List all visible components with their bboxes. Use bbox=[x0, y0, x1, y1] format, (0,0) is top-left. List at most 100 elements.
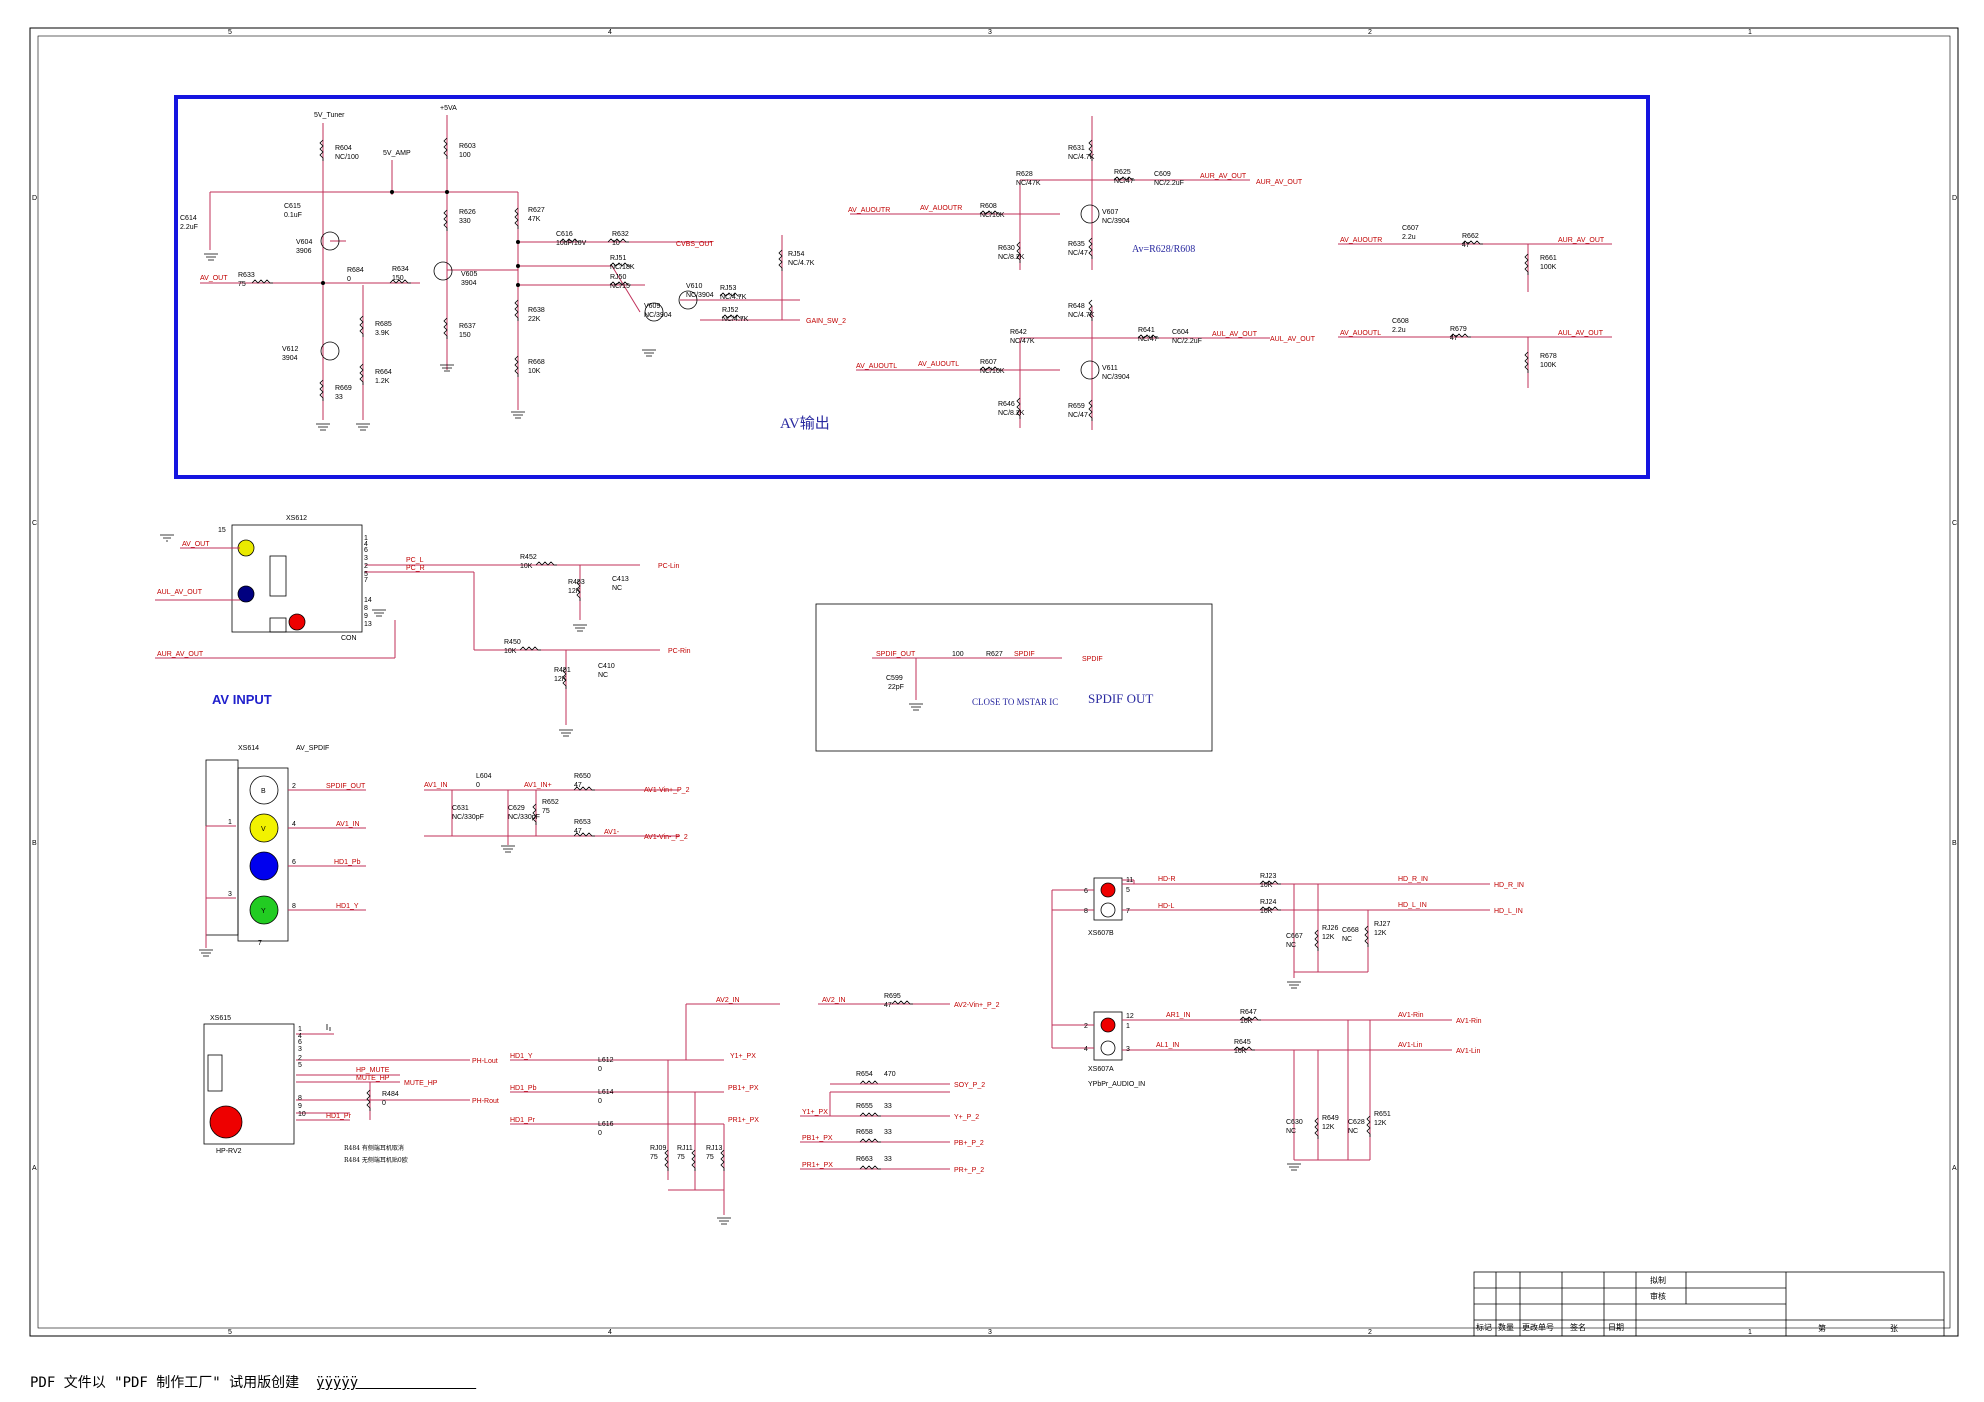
part-v604-value: 3906 bbox=[296, 248, 312, 255]
hp-net-mute1: HP_MUTE bbox=[356, 1067, 390, 1074]
net-aur-av-out: AUR_AV_OUT bbox=[1200, 173, 1247, 180]
xs614-pin-4: 4 bbox=[292, 821, 296, 828]
part-r603-ref: R603 bbox=[459, 143, 476, 150]
part-r627-value: 47K bbox=[528, 216, 541, 223]
part-r652-symbol bbox=[532, 803, 537, 825]
net-av-auoutl-in: AV_AUOUTL bbox=[856, 363, 897, 370]
part-r451-symbol bbox=[562, 667, 567, 689]
part-r645-value: 10K bbox=[1234, 1048, 1247, 1055]
av-input-title: AV INPUT bbox=[212, 692, 272, 707]
hp-section: XS615 HP-RV2 HP_MUTE MUTE_HP MUTE_HP PH-… bbox=[203, 997, 780, 1225]
part-r684-value: 0 bbox=[347, 276, 351, 283]
part-v612-value: 3904 bbox=[282, 355, 298, 362]
yp-row-3-ref: R663 bbox=[856, 1156, 873, 1163]
yp-row-3-out: PR+_P_2 bbox=[954, 1167, 984, 1174]
zone-col-bottom-1: 1 bbox=[1748, 1329, 1752, 1336]
part-c413-value: NC bbox=[612, 585, 622, 592]
part-c616-ref: C616 bbox=[556, 231, 573, 238]
xs612-pin-2: 2 bbox=[364, 563, 368, 570]
av-output-title: AV输出 bbox=[780, 415, 830, 432]
part-c628-ref: C628 bbox=[1348, 1119, 1365, 1126]
xs607a-pin-3: 3 bbox=[1126, 1046, 1130, 1053]
xs612-type: CON bbox=[341, 635, 357, 642]
part-r634-value: 150 bbox=[392, 275, 404, 282]
xs607b-white bbox=[1100, 902, 1116, 918]
part-l616-ref: L616 bbox=[598, 1121, 614, 1128]
part-c609-value: NC/2.2uF bbox=[1154, 180, 1184, 187]
part-c604-ref: C604 bbox=[1172, 329, 1189, 336]
part-c410-ref: C410 bbox=[598, 663, 615, 670]
jack-pb bbox=[249, 851, 279, 881]
part-rj11-ref: RJ11 bbox=[677, 1145, 693, 1152]
av-input-net-aur: AUR_AV_OUT bbox=[157, 651, 204, 658]
spdif-note: CLOSE TO MSTAR IC bbox=[972, 697, 1058, 707]
hp-note-1: R484 有侧端耳机取消 bbox=[344, 1144, 404, 1152]
spdif-net-out: SPDIF bbox=[1014, 651, 1035, 658]
xs612-pin-14: 14 bbox=[364, 597, 372, 604]
net-hd-r-in: HD_R_IN bbox=[1398, 876, 1428, 883]
zone-col-top-2: 2 bbox=[1368, 29, 1372, 36]
part-r669-value: 33 bbox=[335, 394, 343, 401]
part-c609-ref: C609 bbox=[1154, 171, 1171, 178]
hp-pin-6: 6 bbox=[298, 1039, 302, 1046]
part-v605-ref: V605 bbox=[461, 271, 477, 278]
zone-col-bottom-2: 2 bbox=[1368, 1329, 1372, 1336]
part-c614-value: 2.2uF bbox=[180, 224, 198, 231]
net-av-auoutl-2: AV_AUOUTL bbox=[918, 361, 959, 368]
zone-col-top-5: 5 bbox=[228, 29, 232, 36]
zone-col-bottom-5: 5 bbox=[228, 1329, 232, 1336]
av1-net-in: AV1_IN bbox=[424, 782, 448, 789]
part-r642-ref: R642 bbox=[1010, 329, 1027, 336]
part-r604-ref: R604 bbox=[335, 145, 352, 152]
spdif-r-val: 100 bbox=[952, 651, 964, 658]
part-r653-symbol bbox=[573, 832, 595, 837]
av1-out-minus: AV1-Vin-_P_2 bbox=[644, 834, 688, 841]
tb-cell-0: 标记 bbox=[1476, 1322, 1492, 1332]
av-output-left-parts: R604NC/100R603100C6150.1uFC6142.2uFR6263… bbox=[180, 137, 815, 401]
part-r450-value: 10K bbox=[504, 648, 517, 655]
part-r627-symbol bbox=[514, 207, 519, 229]
xs614-ref: XS614 bbox=[238, 745, 259, 752]
part-r662-value: 47 bbox=[1462, 242, 1470, 249]
xs607b-red bbox=[1100, 882, 1116, 898]
spdif-frame bbox=[815, 603, 1213, 752]
power-5va: +5VA bbox=[440, 105, 457, 112]
tb-cell-3: 签名 bbox=[1570, 1322, 1586, 1332]
part-rj50-value: NC/15 bbox=[610, 283, 630, 290]
part-rj23-symbol bbox=[1259, 880, 1281, 885]
jack-b bbox=[249, 775, 279, 805]
part-r635-value: NC/47 bbox=[1068, 250, 1088, 257]
part-rj27-ref: RJ27 bbox=[1374, 921, 1390, 928]
av1-out-plus: AV1-Vin+_P_2 bbox=[644, 787, 690, 794]
part-c628-value: NC bbox=[1348, 1128, 1358, 1135]
part-rj26-value: 12K bbox=[1322, 934, 1335, 941]
part-r653-ref: R653 bbox=[574, 819, 591, 826]
part-rj24-ref: RJ24 bbox=[1260, 899, 1276, 906]
part-r627-ref: R627 bbox=[528, 207, 545, 214]
net-al1-in: AL1_IN bbox=[1156, 1042, 1179, 1049]
part-r652-value: 75 bbox=[542, 808, 550, 815]
part-rj09-ref: RJ09 bbox=[650, 1145, 666, 1152]
xs614-type: AV_SPDIF bbox=[296, 745, 329, 752]
out-hd-l-in: HD_L_IN bbox=[1494, 908, 1523, 915]
part-r634-symbol bbox=[389, 279, 411, 284]
spdif-out-label: SPDIF bbox=[1082, 656, 1103, 663]
part-c667-value: NC bbox=[1286, 942, 1296, 949]
jack-y-label: Y bbox=[261, 908, 266, 915]
yp-row-1-net: Y1+_PX bbox=[802, 1109, 828, 1116]
part-l604-value: 0 bbox=[476, 782, 480, 789]
part-r653-value: 47 bbox=[574, 828, 582, 835]
part-r453-symbol bbox=[576, 579, 581, 601]
part-r632-symbol bbox=[607, 238, 629, 243]
part-r661-ref: R661 bbox=[1540, 255, 1557, 262]
part-r625-ref: R625 bbox=[1114, 169, 1131, 176]
hp-net-y: HD1_Y bbox=[510, 1053, 533, 1060]
net-av-auoutr-3: AV_AUOUTR bbox=[1340, 237, 1382, 244]
part-r662-symbol bbox=[1461, 240, 1483, 245]
part-r651-ref: R651 bbox=[1374, 1111, 1391, 1118]
